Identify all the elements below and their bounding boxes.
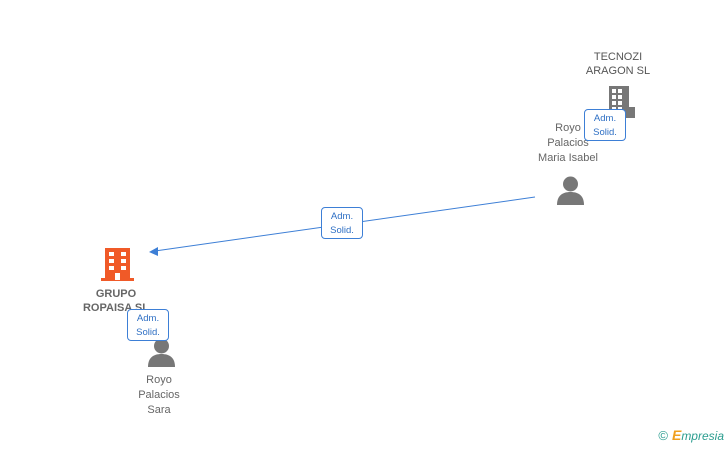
relation-badge-maria-grupo[interactable]: Adm. Solid.: [321, 207, 363, 239]
relation-badge-sara-grupo[interactable]: Adm. Solid.: [127, 309, 169, 341]
brand-logo: Empresia: [672, 427, 724, 443]
brand-initial: E: [671, 427, 682, 443]
edge-arrowhead: [149, 247, 158, 256]
brand-footer: © Empresia: [658, 426, 724, 444]
person-label-sara[interactable]: Royo Palacios Sara: [138, 374, 180, 416]
person-icon[interactable]: [147, 338, 176, 367]
person-icon[interactable]: [556, 176, 585, 205]
company-label-tecnozi[interactable]: TECNOZI ARAGON SL: [585, 51, 651, 77]
building-icon[interactable]: [101, 247, 134, 281]
brand-name: mpresia: [681, 429, 724, 443]
copyright-icon: ©: [658, 427, 668, 443]
person-label-maria-isabel[interactable]: Royo Palacios Maria Isabel: [538, 122, 598, 164]
relation-badge-maria-tecnozi[interactable]: Adm. Solid.: [584, 109, 626, 141]
